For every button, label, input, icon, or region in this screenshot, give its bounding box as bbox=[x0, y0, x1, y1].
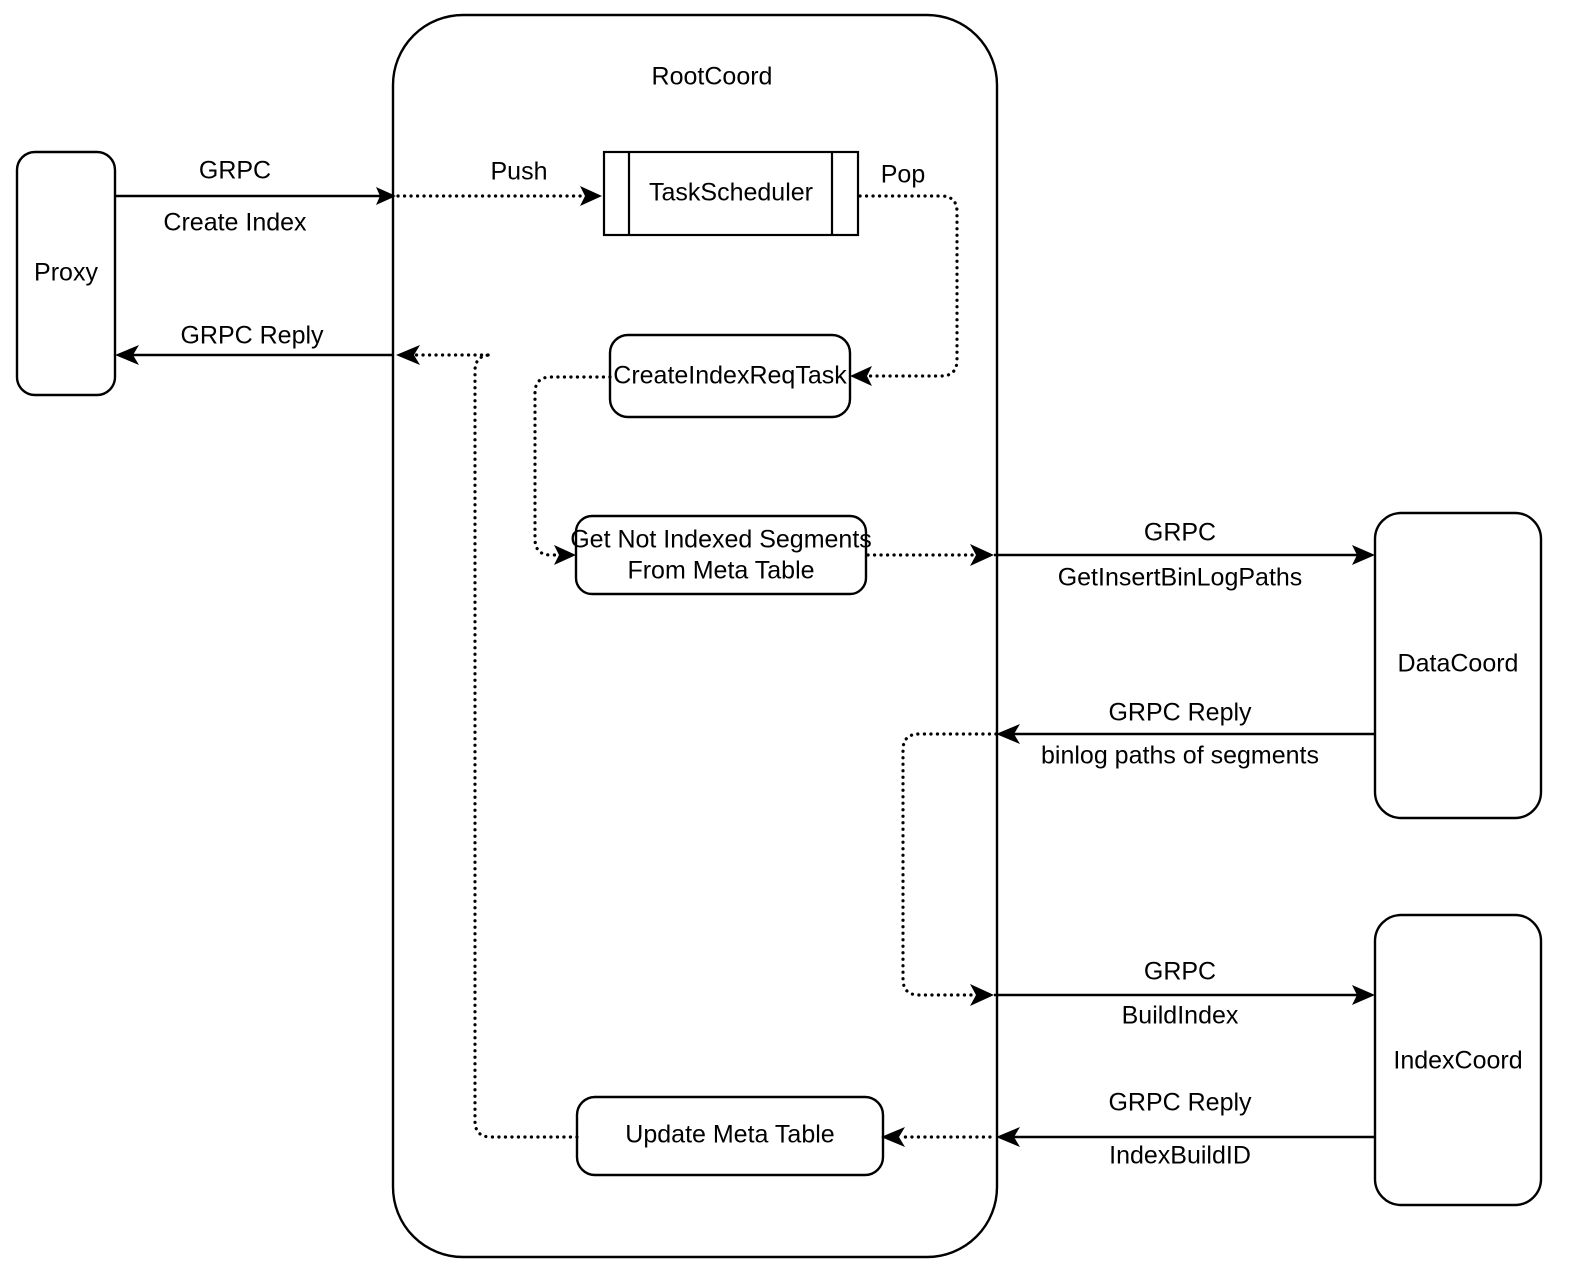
edge-line bbox=[901, 732, 998, 997]
edge-line bbox=[533, 375, 612, 557]
node-indexcoord[interactable]: IndexCoord bbox=[1373, 913, 1543, 1207]
node-get-not-indexed-segments[interactable]: Get Not Indexed Segments From Meta Table bbox=[570, 514, 872, 596]
datacoord-label: DataCoord bbox=[1398, 650, 1519, 678]
edge-get-segments-to-wall[interactable] bbox=[866, 544, 994, 566]
arrowhead-icon bbox=[376, 187, 396, 205]
arrowhead-icon bbox=[850, 366, 872, 386]
edge-line bbox=[858, 194, 959, 378]
edge-label-grpc: GRPC bbox=[1144, 958, 1216, 986]
get-not-indexed-segments-label-line2: From Meta Table bbox=[627, 557, 814, 585]
edge-proxy-to-rootcoord[interactable]: GRPC Create Index bbox=[115, 157, 396, 237]
arrowhead-icon bbox=[115, 345, 139, 365]
indexcoord-box[interactable] bbox=[1373, 913, 1543, 1207]
edge-task-to-get-segments[interactable] bbox=[533, 375, 612, 565]
create-index-req-task-label: CreateIndexReqTask bbox=[613, 362, 847, 390]
edge-label-indexbuildid: IndexBuildID bbox=[1109, 1142, 1251, 1170]
rootcoord-boundary[interactable] bbox=[391, 13, 999, 1259]
edge-label-grpc: GRPC bbox=[199, 157, 271, 185]
container-rootcoord[interactable]: RootCoord bbox=[391, 13, 999, 1259]
arrowhead-icon bbox=[996, 724, 1020, 744]
node-update-meta-table[interactable]: Update Meta Table bbox=[575, 1095, 885, 1177]
edge-line bbox=[412, 353, 579, 1139]
edge-from-indexcoord[interactable]: GRPC Reply IndexBuildID bbox=[996, 1089, 1375, 1170]
node-task-scheduler[interactable]: TaskScheduler bbox=[602, 150, 860, 237]
arrowhead-icon bbox=[1352, 545, 1375, 565]
edge-label-binlog-paths: binlog paths of segments bbox=[1041, 742, 1319, 770]
proxy-box[interactable] bbox=[15, 150, 117, 397]
node-proxy[interactable]: Proxy bbox=[15, 150, 117, 397]
edge-label-pop: Pop bbox=[881, 161, 925, 189]
edge-label-create-index: Create Index bbox=[163, 209, 307, 237]
arrowhead-icon bbox=[996, 1127, 1020, 1147]
datacoord-box[interactable] bbox=[1373, 511, 1543, 820]
proxy-label: Proxy bbox=[34, 259, 98, 287]
arrowhead-icon bbox=[554, 545, 576, 565]
node-datacoord[interactable]: DataCoord bbox=[1373, 511, 1543, 820]
edge-to-indexcoord[interactable]: GRPC BuildIndex bbox=[994, 958, 1375, 1030]
task-scheduler-label: TaskScheduler bbox=[649, 179, 813, 207]
arrowhead-icon bbox=[970, 544, 994, 566]
edge-update-meta-to-reply[interactable] bbox=[396, 345, 579, 1139]
edge-label-grpc-reply: GRPC Reply bbox=[180, 322, 324, 350]
edge-from-datacoord[interactable]: GRPC Reply binlog paths of segments bbox=[996, 699, 1375, 770]
edge-label-grpc: GRPC bbox=[1144, 519, 1216, 547]
update-meta-table-label: Update Meta Table bbox=[625, 1121, 834, 1149]
edge-to-datacoord[interactable]: GRPC GetInsertBinLogPaths bbox=[994, 519, 1375, 592]
edge-label-grpc-reply: GRPC Reply bbox=[1108, 1089, 1252, 1117]
edge-rootcoord-to-proxy[interactable]: GRPC Reply bbox=[115, 322, 393, 365]
edge-label-grpc-reply: GRPC Reply bbox=[1108, 699, 1252, 727]
arrowhead-icon bbox=[881, 1127, 905, 1147]
indexcoord-label: IndexCoord bbox=[1393, 1047, 1522, 1075]
arrowhead-icon bbox=[970, 984, 994, 1006]
get-not-indexed-segments-label-line1: Get Not Indexed Segments bbox=[570, 526, 872, 554]
node-create-index-req-task[interactable]: CreateIndexReqTask bbox=[608, 333, 852, 419]
edge-internal-uturn[interactable] bbox=[901, 732, 998, 1006]
rootcoord-label: RootCoord bbox=[652, 63, 773, 91]
edge-label-getinsertbinlogpaths: GetInsertBinLogPaths bbox=[1058, 564, 1303, 592]
task-scheduler-box[interactable] bbox=[602, 150, 860, 237]
edge-pop[interactable]: Pop bbox=[850, 161, 959, 386]
arrowhead-icon bbox=[580, 186, 602, 206]
edge-label-push: Push bbox=[491, 158, 548, 186]
get-not-indexed-segments-box[interactable] bbox=[574, 514, 868, 596]
arrowhead-icon bbox=[396, 345, 420, 365]
edge-wall-to-update-meta[interactable] bbox=[881, 1127, 992, 1147]
arrowhead-icon bbox=[1352, 985, 1375, 1005]
edge-label-buildindex: BuildIndex bbox=[1122, 1002, 1239, 1030]
edge-push[interactable]: Push bbox=[396, 158, 602, 206]
